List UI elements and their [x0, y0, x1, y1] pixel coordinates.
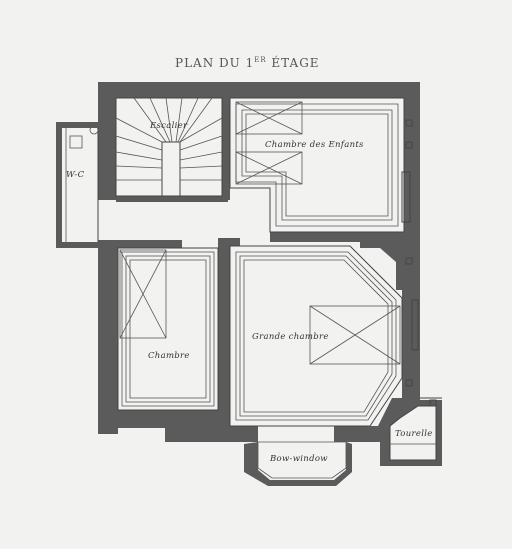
tourelle: Tourelle [380, 399, 442, 466]
plan-title: PLAN DU 1ER ÉTAGE [175, 55, 320, 70]
wc-annex: W-C [56, 122, 100, 248]
room-label-escalier: Escalier [149, 121, 188, 131]
room-label-bow-window: Bow-window [269, 454, 328, 464]
room-label-wc: W-C [66, 170, 85, 180]
room-label-grande-chambre: Grande chambre [252, 332, 329, 342]
room-label-chambre: Chambre [148, 351, 190, 361]
room-label-chambre-enfants: Chambre des Enfants [265, 140, 364, 150]
bow-window: Bow-window [244, 441, 352, 486]
room-chambre-enfants: Chambre des Enfants [229, 97, 413, 233]
staircase: Escalier [115, 97, 223, 197]
room-label-tourelle: Tourelle [395, 429, 433, 439]
room-chambre: Chambre [117, 247, 219, 411]
walls [98, 82, 420, 442]
room-grande-chambre: Grande chambre [229, 245, 419, 427]
